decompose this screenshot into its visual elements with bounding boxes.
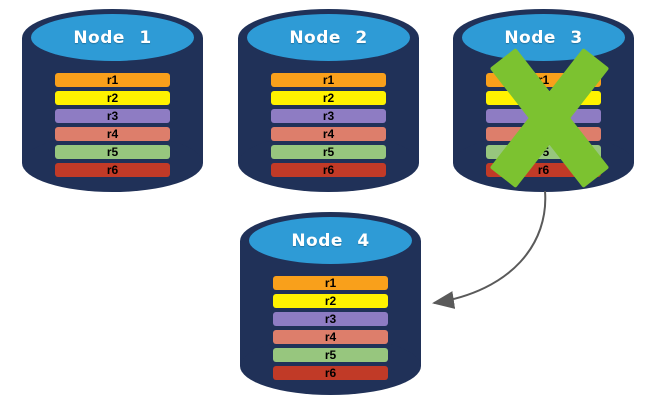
replica-row-r2: r2 (486, 91, 601, 105)
node-1-cylinder: Node 1 r1 r2 r3 r4 r5 r6 (22, 9, 203, 192)
replica-row-r4: r4 (273, 330, 388, 344)
replica-row-r1: r1 (486, 73, 601, 87)
replica-row-r4: r4 (55, 127, 170, 141)
node-3-cylinder: Node 3 r1 r2 r3 r4 r5 r6 (453, 9, 634, 192)
replica-rows: r1 r2 r3 r4 r5 r6 (271, 73, 386, 177)
replica-row-r1: r1 (273, 276, 388, 290)
cylinder-face: Node 2 (247, 14, 410, 61)
cylinder-face: Node 3 (462, 14, 625, 61)
node-4-cylinder: Node 4 r1 r2 r3 r4 r5 r6 (240, 212, 421, 395)
replica-row-r6: r6 (55, 163, 170, 177)
replica-row-r3: r3 (55, 109, 170, 123)
node-title: Node 4 (291, 230, 370, 251)
replica-row-r6: r6 (486, 163, 601, 177)
replica-row-r2: r2 (271, 91, 386, 105)
replica-row-r5: r5 (55, 145, 170, 159)
replica-row-r1: r1 (271, 73, 386, 87)
replica-row-r3: r3 (486, 109, 601, 123)
replica-rows: r1 r2 r3 r4 r5 r6 (273, 276, 388, 380)
replica-rows: r1 r2 r3 r4 r5 r6 (486, 73, 601, 177)
replica-row-r3: r3 (271, 109, 386, 123)
replica-row-r2: r2 (273, 294, 388, 308)
replica-row-r5: r5 (273, 348, 388, 362)
replica-rows: r1 r2 r3 r4 r5 r6 (55, 73, 170, 177)
node-2-cylinder: Node 2 r1 r2 r3 r4 r5 r6 (238, 9, 419, 192)
replica-row-r4: r4 (486, 127, 601, 141)
cylinder-face: Node 1 (31, 14, 194, 61)
node-title: Node 1 (73, 27, 152, 48)
replica-row-r5: r5 (271, 145, 386, 159)
replica-row-r2: r2 (55, 91, 170, 105)
replica-row-r4: r4 (271, 127, 386, 141)
replica-row-r5: r5 (486, 145, 601, 159)
node-title: Node 2 (289, 27, 368, 48)
replica-row-r1: r1 (55, 73, 170, 87)
cylinder-face: Node 4 (249, 217, 412, 264)
replica-row-r6: r6 (273, 366, 388, 380)
replica-row-r6: r6 (271, 163, 386, 177)
replica-row-r3: r3 (273, 312, 388, 326)
node-title: Node 3 (504, 27, 583, 48)
